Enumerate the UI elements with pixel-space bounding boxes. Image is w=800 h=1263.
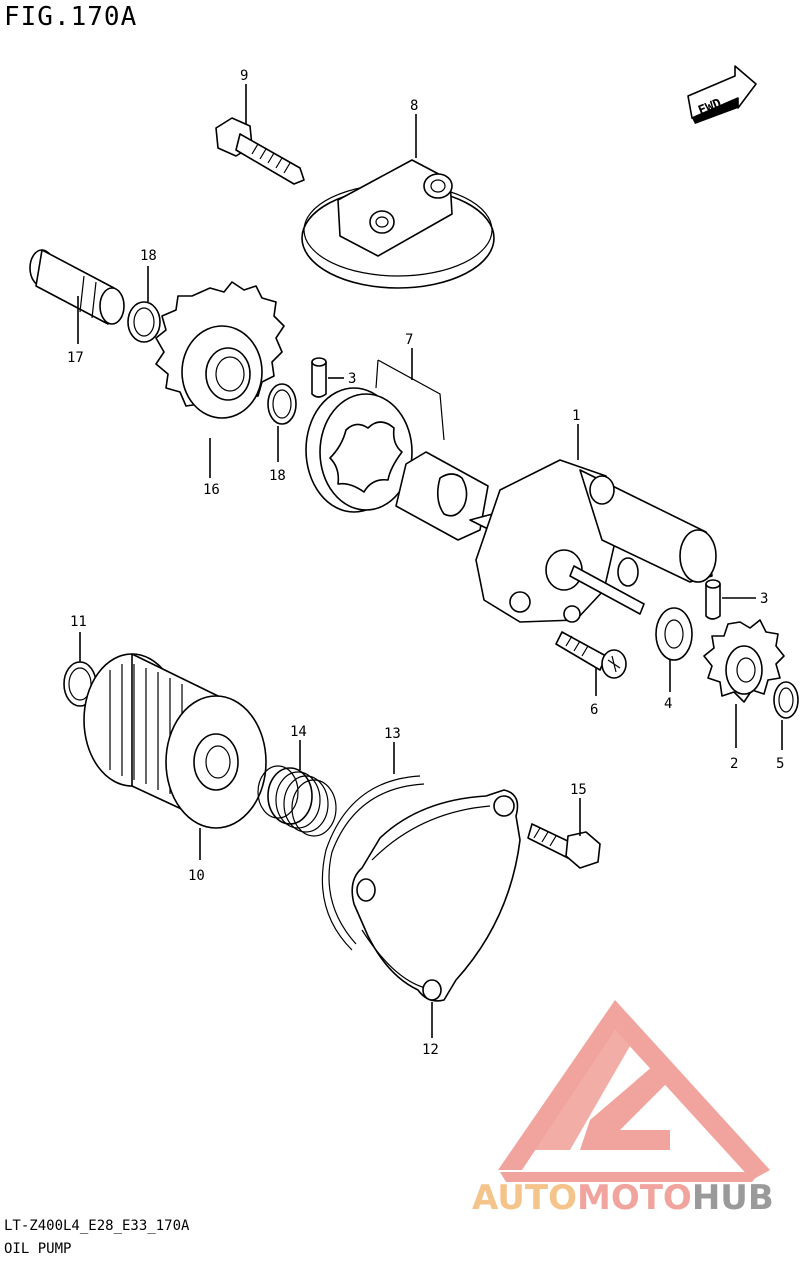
part-1-pump-body — [469, 459, 717, 623]
part-10-oil-filter — [83, 653, 267, 829]
figure-title: FIG.170A — [4, 2, 138, 32]
watermark-logo-icon — [498, 1000, 770, 1182]
callout-6: 6 — [590, 702, 598, 718]
part-16-gear — [155, 281, 285, 419]
part-3-dowel-pin-upper — [311, 357, 327, 398]
part-15-flange-bolt — [527, 823, 601, 869]
callout-10: 10 — [188, 868, 205, 884]
figure-code: LT-Z400L4_E28_E33_170A — [4, 1218, 190, 1234]
part-12-filter-cap — [351, 789, 521, 1002]
fwd-arrow-icon: FWD — [687, 65, 757, 124]
callout-11: 11 — [70, 614, 87, 630]
part-18-circlip-right — [267, 383, 297, 425]
part-2-small-gear — [703, 619, 785, 703]
part-6-screw — [555, 631, 627, 679]
watermark-auto: AUTO — [472, 1178, 577, 1218]
part-5-circlip — [773, 681, 799, 719]
watermark-hub: HUB — [691, 1178, 774, 1218]
part-4-washer — [655, 607, 693, 661]
part-14-spring — [257, 765, 337, 837]
callout-17: 17 — [67, 350, 84, 366]
callout-12: 12 — [422, 1042, 439, 1058]
callout-13: 13 — [384, 726, 401, 742]
part-7-rotor-set — [305, 359, 489, 541]
watermark-moto: MOTO — [576, 1178, 692, 1218]
part-3-dowel-pin-lower — [705, 579, 721, 620]
callout-7: 7 — [405, 332, 413, 348]
callout-3b: 3 — [760, 591, 768, 607]
callout-5: 5 — [776, 756, 784, 772]
callout-18b: 18 — [269, 468, 286, 484]
callout-9: 9 — [240, 68, 248, 84]
callout-18a: 18 — [140, 248, 157, 264]
callout-3a: 3 — [348, 371, 356, 387]
figure-name: OIL PUMP — [4, 1241, 72, 1257]
callout-15: 15 — [570, 782, 587, 798]
part-17-shaft — [29, 249, 125, 325]
part-18-circlip-left — [127, 301, 161, 343]
part-8-cover — [301, 159, 495, 289]
callout-4: 4 — [664, 696, 672, 712]
part-13-gasket — [321, 775, 425, 951]
callout-1: 1 — [572, 408, 580, 424]
callout-2: 2 — [730, 756, 738, 772]
watermark-text: AUTOMOTOHUB — [472, 1178, 774, 1218]
part-9-bolt — [215, 117, 305, 185]
callout-16: 16 — [203, 482, 220, 498]
callout-14: 14 — [290, 724, 307, 740]
callout-8: 8 — [410, 98, 418, 114]
